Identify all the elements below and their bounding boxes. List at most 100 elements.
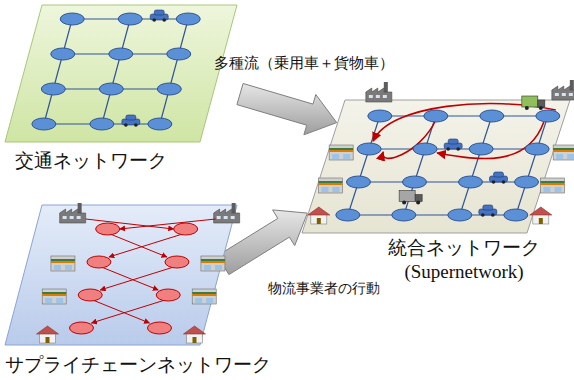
store-window [343, 154, 350, 159]
network-node [402, 176, 426, 188]
car-wheel [446, 147, 450, 151]
factory-chimney [384, 82, 388, 92]
store-band [540, 181, 564, 183]
arrow-label: 物流事業者の行動 [268, 280, 380, 298]
factory-chimney [232, 203, 236, 213]
store-icon [540, 178, 564, 193]
network-node [336, 209, 360, 221]
network-node [424, 110, 448, 122]
network-node [51, 48, 75, 60]
route-arrow [373, 104, 556, 141]
store-window [567, 154, 574, 159]
store-band [42, 292, 66, 294]
network-node [69, 322, 93, 334]
store-window [554, 187, 561, 192]
car-wheel [134, 123, 138, 127]
store-icon [553, 145, 574, 160]
flow-arrow [109, 233, 186, 257]
truck-wheel [402, 201, 406, 205]
store-icon [318, 178, 342, 193]
network-node [176, 13, 200, 25]
truck-icon [522, 96, 538, 107]
store-window [215, 265, 222, 270]
network-node [96, 223, 120, 235]
network-node [469, 143, 493, 155]
factory-window [562, 93, 566, 96]
network-node [413, 143, 437, 155]
factory-window [77, 216, 81, 219]
panel-plane [302, 100, 570, 233]
network-node [346, 176, 370, 188]
network-node [99, 83, 123, 95]
house-roof [36, 326, 58, 334]
network-node [118, 13, 142, 25]
store-window [45, 298, 52, 303]
factory-window [555, 93, 559, 96]
car-wheel [162, 18, 166, 22]
flow-arrow [90, 299, 149, 323]
car-wheel [456, 147, 460, 151]
store-window [195, 298, 202, 303]
factory-icon [60, 209, 86, 223]
network-node [156, 289, 180, 301]
network-panel: 統合ネットワーク (Supernetwork) [302, 100, 570, 233]
factory-window [70, 216, 74, 219]
factory-chimney [78, 203, 82, 213]
house-door [539, 218, 543, 224]
car-wheel [152, 18, 156, 22]
store-window [54, 265, 61, 270]
store-window [556, 154, 563, 159]
store-window [206, 298, 213, 303]
car-icon [154, 10, 164, 15]
flow-arrow [91, 299, 168, 323]
store-icon [201, 256, 225, 271]
network-node [165, 256, 189, 268]
store-band [201, 261, 225, 263]
store-window [65, 265, 72, 270]
network-node [392, 209, 416, 221]
flow-arrow [120, 219, 216, 229]
factory-window [369, 95, 373, 98]
factory-chimney [570, 80, 574, 90]
house-roof [183, 326, 205, 334]
panel-illustration [32, 10, 200, 130]
store-band [318, 183, 342, 185]
store-band [553, 150, 574, 152]
network-node [458, 176, 482, 188]
factory-icon [552, 86, 574, 100]
house-icon [311, 214, 327, 224]
factory-window [569, 93, 573, 96]
car-icon [126, 115, 136, 120]
factory-icon [366, 88, 392, 102]
store-window [543, 187, 550, 192]
network-node [536, 110, 560, 122]
factory-window [376, 95, 380, 98]
panel-shape [5, 5, 237, 142]
house-door [192, 337, 196, 343]
store-icon [42, 289, 66, 304]
store-icon [329, 145, 353, 160]
network-node [90, 118, 114, 130]
truck-icon [415, 195, 422, 202]
network-node [174, 223, 198, 235]
house-door [45, 337, 49, 343]
flow-arrow [100, 266, 177, 290]
store-band [51, 259, 75, 261]
network-node [525, 143, 549, 155]
flow-arrow [108, 233, 167, 257]
arrow-label: 多種流（乗用車＋貨物車） [214, 54, 394, 73]
factory-window [63, 216, 67, 219]
network-node [514, 176, 538, 188]
truck-wheel [416, 201, 420, 205]
network-node [448, 209, 472, 221]
factory-window [383, 95, 387, 98]
store-window [332, 187, 339, 192]
block-arrow [237, 84, 337, 135]
store-band [42, 294, 66, 296]
network-node [480, 110, 504, 122]
panel-caption: サプライチェーンネットワーク [5, 353, 271, 377]
network-node [87, 256, 111, 268]
network-panel: 交通ネットワーク [5, 5, 237, 142]
store-window [332, 154, 339, 159]
car-wheel [481, 213, 485, 217]
